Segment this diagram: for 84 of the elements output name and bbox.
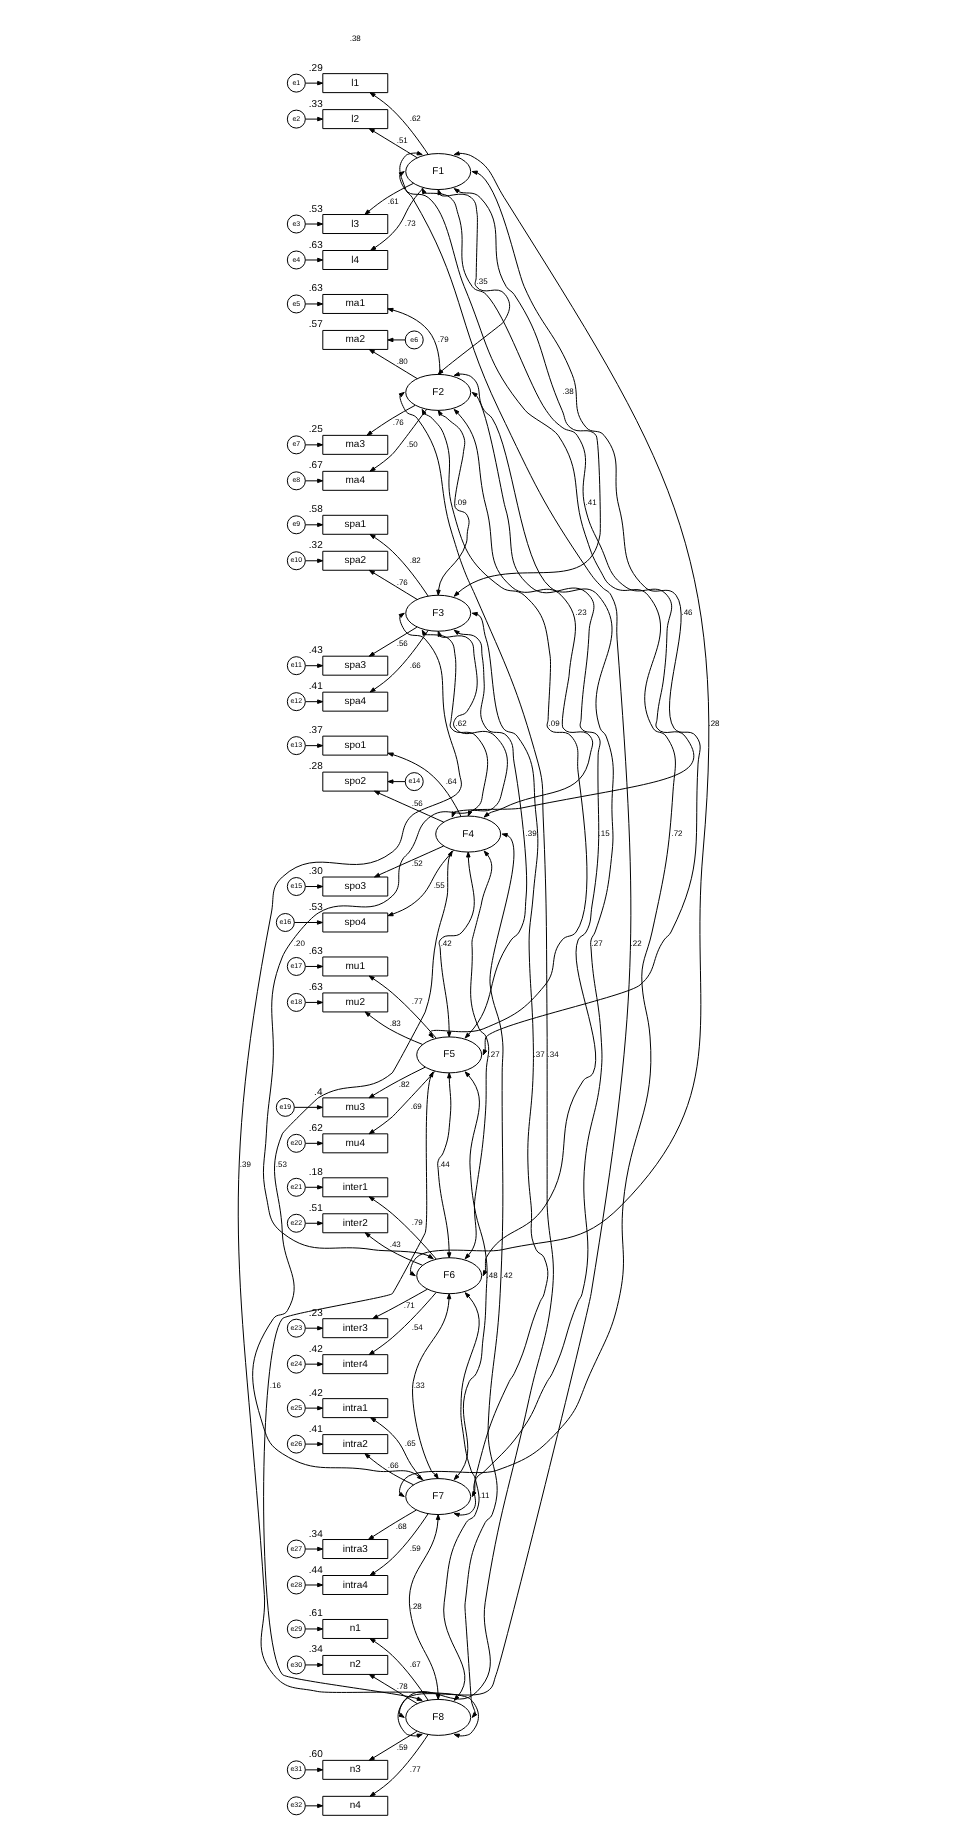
arrow [304, 1000, 323, 1005]
arrow [304, 442, 323, 448]
arrow [368, 534, 428, 597]
arrow [304, 116, 323, 122]
arrow [367, 1291, 436, 1356]
arrow [363, 1232, 423, 1266]
arrow [262, 1071, 433, 1701]
arrow [408, 151, 709, 1277]
arrow [304, 743, 323, 748]
arrow [436, 1072, 451, 1259]
arrow [368, 1513, 428, 1576]
arrow [304, 558, 323, 563]
arrow [463, 850, 492, 1260]
arrow [470, 170, 700, 1056]
arrow [386, 307, 440, 375]
arrow [304, 884, 323, 889]
arrow [373, 845, 444, 878]
arrow [367, 975, 436, 1039]
arrow [365, 404, 415, 436]
arrow [304, 522, 323, 528]
arrow [396, 151, 631, 1738]
arrow [304, 80, 323, 86]
arrow [304, 478, 323, 484]
arrow [367, 1730, 417, 1761]
arrow [304, 1141, 323, 1146]
arrow [368, 629, 428, 693]
arrow [292, 920, 322, 925]
arrow [363, 182, 413, 215]
arrow [367, 1509, 416, 1540]
arrow [369, 187, 423, 251]
arrow [251, 850, 452, 1481]
arrow [367, 349, 417, 380]
arrow [292, 1105, 322, 1110]
arrow [407, 1514, 440, 1700]
arrow [369, 1417, 423, 1481]
arrow [367, 128, 417, 159]
arrow [304, 1662, 323, 1668]
arrow [304, 663, 323, 668]
arrow [470, 611, 548, 1498]
arrow [304, 221, 323, 227]
arrow [372, 790, 444, 823]
arrow [463, 833, 514, 1718]
arrow [367, 1674, 417, 1705]
arrow [367, 1066, 425, 1099]
arrow [304, 257, 323, 263]
arrow [411, 1293, 451, 1480]
arrow [367, 626, 417, 657]
arrow [435, 409, 469, 596]
arrow [367, 1070, 435, 1135]
arrow [371, 1288, 427, 1320]
arrow [367, 1196, 436, 1260]
arrow [386, 337, 405, 343]
arrow [386, 779, 405, 784]
arrow [470, 391, 600, 1277]
arrow [304, 1221, 323, 1226]
arrow [363, 1453, 413, 1486]
arrow [452, 1071, 487, 1481]
arrow [304, 699, 323, 704]
arrow [368, 1734, 428, 1797]
arrow [442, 1292, 479, 1701]
arrow [304, 1767, 323, 1773]
arrow [420, 408, 587, 1039]
arrow [386, 849, 454, 917]
arrow [437, 851, 474, 1038]
arrow [304, 1626, 323, 1632]
arrow [397, 171, 675, 1498]
arrow [452, 188, 600, 597]
arrow [368, 92, 428, 155]
arrow [304, 1441, 323, 1447]
arrow [304, 1546, 323, 1552]
arrow [368, 1638, 428, 1701]
arrow [304, 1361, 323, 1367]
arrow [304, 1185, 323, 1190]
arrow [363, 1011, 423, 1045]
arrow [368, 408, 427, 472]
arrow [236, 612, 478, 1738]
arrow [397, 391, 553, 1718]
arrow [304, 1325, 323, 1331]
arrow [367, 569, 417, 600]
arrow [304, 1405, 323, 1411]
arrow [304, 964, 323, 969]
arrow [304, 1582, 323, 1588]
arrow [304, 301, 323, 307]
arrow [304, 1803, 323, 1809]
